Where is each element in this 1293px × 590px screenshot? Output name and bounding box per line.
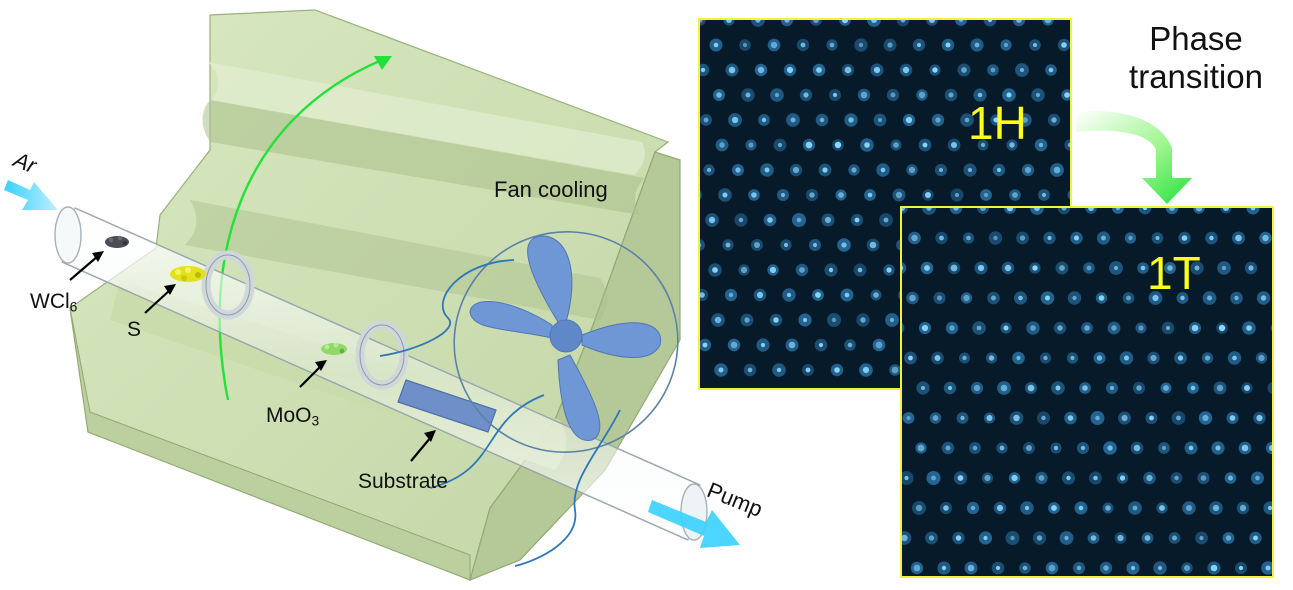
atom-lattice-1t [902, 208, 1272, 576]
rotation-arrow-icon [218, 58, 383, 401]
phase-label-1t: 1T [1147, 247, 1201, 299]
phase-label-1h: 1H [968, 97, 1027, 149]
phase-transition-label: Phase transition [1129, 20, 1263, 95]
fan-icon [453, 231, 679, 453]
wcl6-label-subscript: 6 [69, 298, 78, 315]
furnace-groove-2 [208, 62, 645, 175]
label-pointers [69, 251, 436, 462]
furnace-front-face [69, 307, 471, 581]
moo3-powder [321, 342, 347, 355]
substrate-label: Substrate [358, 470, 448, 493]
micrograph-1t: 1T [900, 206, 1274, 578]
transition-arrow-icon [1076, 111, 1192, 204]
sulfur-label: S [127, 318, 142, 341]
rotation-arrowhead [374, 56, 392, 70]
moo3-label: MoO3 [266, 404, 319, 428]
moo3-label-subscript: 3 [311, 412, 320, 429]
gas-arrow-icon [4, 180, 58, 210]
wcl6-powder [105, 235, 129, 248]
furnace-groove-3 [185, 200, 608, 320]
fan-label: Fan cooling [494, 177, 608, 202]
wcl6-label-stem: WCl [30, 290, 70, 313]
wcl6-label: WCl6 [30, 290, 77, 314]
substrate-wafer [397, 379, 497, 433]
gas-outlet-arrow [648, 500, 740, 548]
airflow-lines [379, 259, 621, 567]
micrograph-1h: 1H [698, 18, 1072, 390]
sulfur-powder [170, 266, 206, 282]
tube-ring-2 [355, 320, 409, 390]
tube-ring-1 [201, 250, 255, 320]
moo3-label-stem: MoO [266, 404, 312, 427]
atom-lattice-1h [700, 20, 1070, 388]
furnace-groove [202, 100, 645, 215]
